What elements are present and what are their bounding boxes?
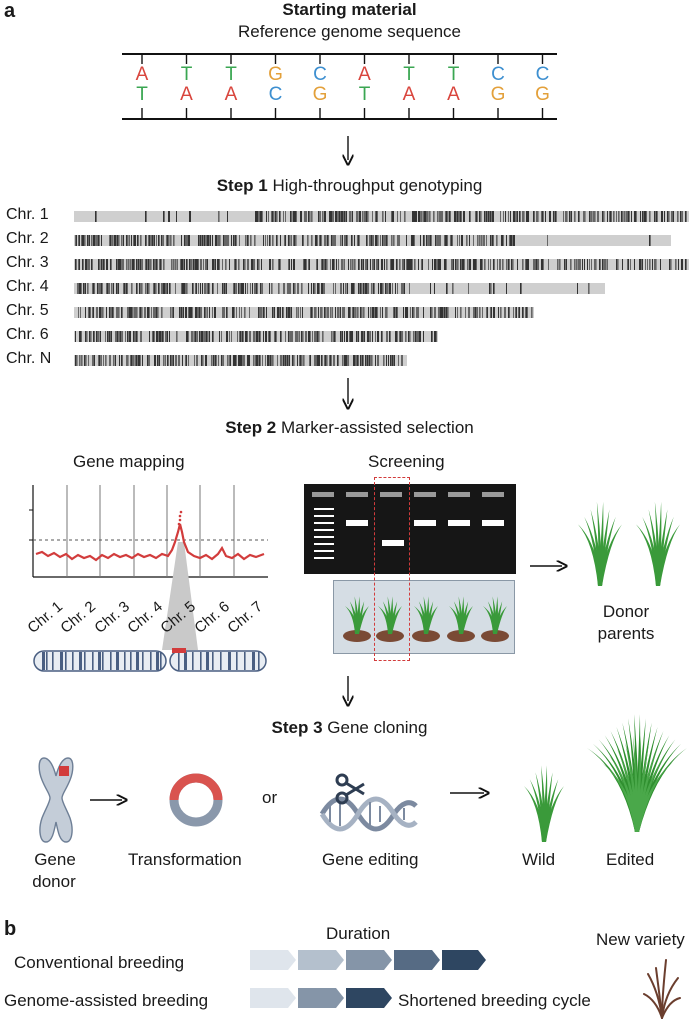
genotype-bar [74, 331, 438, 342]
chromosome-label: Chr. N [6, 350, 52, 367]
plasmid-icon [169, 773, 223, 827]
wild-plant [524, 765, 564, 842]
edited-plant [587, 714, 687, 832]
chromosome-label: Chr. 1 [6, 206, 49, 223]
dna-base-top: C [535, 64, 550, 85]
dna-base-bottom: T [136, 84, 148, 105]
gab-arrow-3 [346, 988, 392, 1008]
dna-base-bottom: T [358, 84, 371, 105]
panel-letter-b: b [4, 918, 17, 940]
wild-label: Wild [522, 850, 556, 869]
gel-image [304, 484, 516, 574]
dna-base-top: T [403, 64, 415, 85]
dna-base-top: A [135, 64, 149, 85]
seedlings-tray [343, 596, 509, 642]
edited-label: Edited [606, 850, 655, 869]
genotype-bar [74, 355, 407, 366]
conventional-breeding-label: Conventional breeding [14, 953, 185, 972]
gene-editing-icon [319, 773, 418, 832]
shortened-cycle-label: Shortened breeding cycle [398, 991, 591, 1010]
gene-donor-chromosome [38, 757, 74, 843]
screening-title: Screening [368, 452, 445, 471]
starting-material-title: Starting material [282, 0, 417, 19]
selected-lane-highlight [374, 477, 410, 661]
gene-donor-line1: Gene [34, 850, 76, 869]
chromosome-ideogram [33, 648, 267, 672]
genotype-bar [74, 283, 605, 294]
chromosome-label: Chr. 6 [6, 326, 49, 343]
panel-letter-a: a [4, 0, 16, 22]
conv-arrow-2 [298, 950, 344, 970]
chromosome-label: Chr. 2 [6, 230, 49, 247]
genotype-bar [74, 211, 689, 222]
donor-label-line2: parents [597, 624, 655, 643]
dna-base-top: G [268, 64, 283, 85]
new-variety-label: New variety [596, 930, 685, 949]
reference-genome-subtitle: Reference genome sequence [237, 22, 462, 41]
step1-heading: Step 1 High-throughput genotyping [216, 176, 483, 195]
dna-base-top: T [447, 64, 460, 85]
conv-arrow-3 [346, 950, 392, 970]
dna-base-top: C [491, 64, 505, 85]
breeding-duration-arrows [250, 950, 486, 1008]
dna-base-bottom: A [447, 84, 460, 105]
gab-arrow-2 [298, 988, 344, 1008]
dna-base-bottom: G [312, 84, 328, 105]
chromosome-label: Chr. 3 [6, 254, 49, 271]
donor-label-line1: Donor [602, 602, 650, 621]
gab-arrow-1 [250, 988, 296, 1008]
gene-mapping-plot [29, 485, 268, 650]
dna-base-bottom: G [535, 84, 550, 105]
conv-arrow-1 [250, 950, 296, 970]
conv-arrow-4 [394, 950, 440, 970]
new-variety-plant [643, 959, 681, 1019]
dna-base-bottom: G [490, 84, 506, 105]
duration-label: Duration [326, 924, 391, 943]
gene-editing-label: Gene editing [322, 850, 419, 869]
chromosome-label: Chr. 4 [6, 278, 49, 295]
dna-base-top: T [225, 64, 237, 85]
chromosome-label: Chr. 5 [6, 302, 49, 319]
or-label: or [262, 788, 278, 807]
dna-base-bottom: C [268, 84, 283, 105]
scissors-icon [335, 773, 365, 805]
gene-donor-line2: donor [32, 872, 76, 891]
transformation-label: Transformation [128, 850, 242, 869]
genotype-bar [74, 307, 534, 318]
dna-base-bottom: A [224, 84, 238, 105]
dna-base-bottom: A [180, 84, 193, 105]
dna-ladder [122, 53, 557, 120]
step3-heading: Step 3 Gene cloning [271, 718, 428, 737]
dna-base-top: C [313, 64, 327, 85]
genome-assisted-breeding-label: Genome-assisted breeding [4, 991, 209, 1010]
donor-plants [578, 501, 680, 586]
gene-mapping-title: Gene mapping [73, 452, 185, 471]
step2-heading: Step 2 Marker-assisted selection [225, 418, 474, 437]
dna-base-bottom: A [402, 84, 416, 105]
genotype-bar [74, 235, 671, 246]
genotype-bar [74, 259, 689, 270]
conv-arrow-5 [442, 950, 486, 970]
dna-base-top: T [180, 64, 193, 85]
dna-base-top: A [358, 64, 371, 85]
